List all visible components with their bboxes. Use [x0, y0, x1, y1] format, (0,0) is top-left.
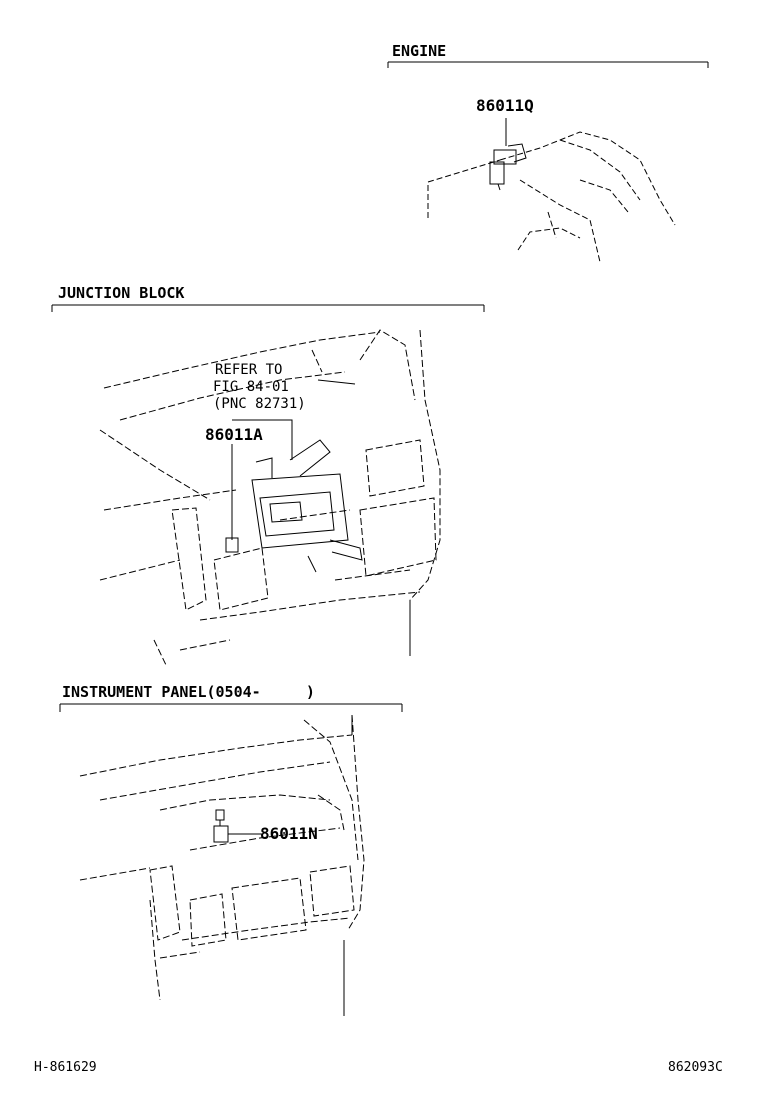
engine-sensor-86011q [489, 118, 527, 191]
junction-block-box [225, 439, 363, 573]
refer-line-3: (PNC 82731) [213, 396, 306, 412]
instrument-section-title: INSTRUMENT PANEL(0504- ) [62, 683, 315, 701]
refer-line-1: REFER TO [215, 362, 283, 378]
engine-part-number[interactable]: 86011Q [476, 96, 534, 115]
instrument-leader-lines [343, 715, 353, 1016]
illustration-code-right: 862093C [668, 1060, 723, 1075]
junction-leader-lines [231, 379, 411, 656]
junction-dashboard-drawing [99, 329, 441, 666]
refer-line-2[interactable]: FIG 84-01 [213, 379, 289, 395]
instrument-dashboard-drawing [79, 714, 365, 1001]
engine-drawing [427, 131, 676, 263]
instrument-part-number[interactable]: 86011N [260, 824, 318, 843]
junction-section-title: JUNCTION BLOCK [58, 284, 185, 302]
junction-section-bracket [51, 304, 485, 312]
illustration-code-left: H-861629 [34, 1060, 97, 1075]
engine-section-bracket [387, 61, 709, 68]
junction-part-number[interactable]: 86011A [205, 425, 263, 444]
instrument-sensor-86011n [213, 809, 262, 843]
engine-section-title: ENGINE [392, 42, 447, 60]
instrument-section-bracket [59, 703, 403, 712]
